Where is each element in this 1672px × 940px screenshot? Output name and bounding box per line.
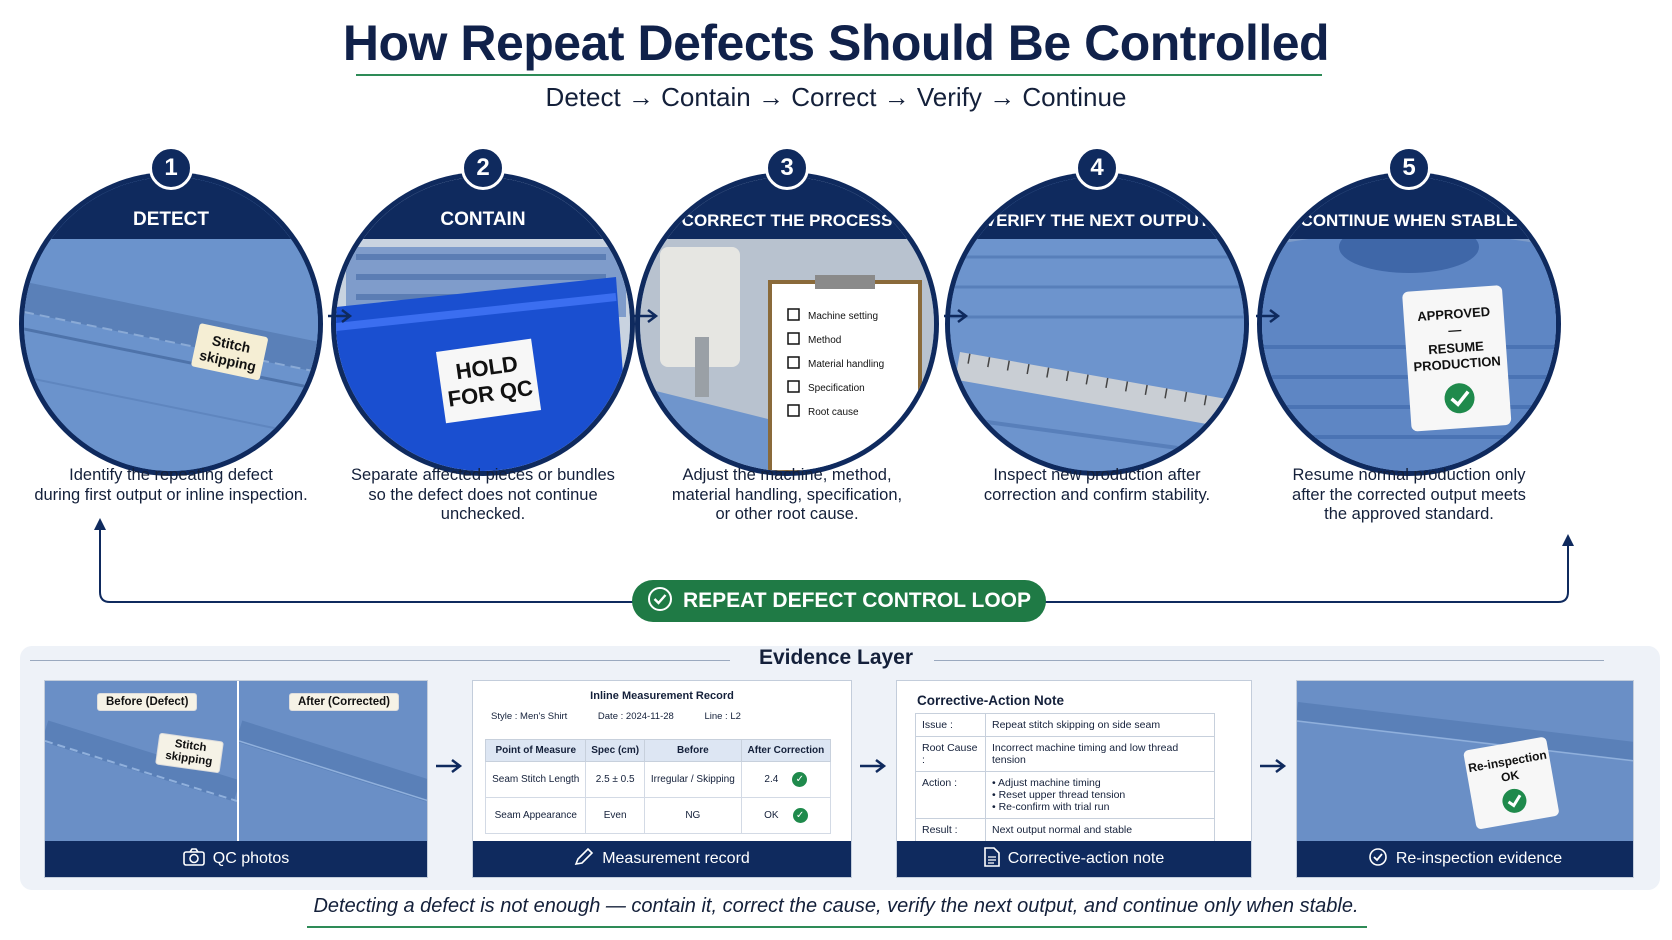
after-photo: After (Corrected) — [239, 681, 427, 843]
reinspection-card: Re-inspection OK Re-inspection evidence — [1296, 680, 1634, 878]
step-heading: CONTINUE WHEN STABLE — [1300, 211, 1518, 230]
svg-text:Machine setting: Machine setting — [808, 311, 878, 322]
pencil-icon — [574, 848, 594, 866]
svg-text:Specification: Specification — [808, 383, 865, 394]
card-footer: Corrective-action note — [897, 841, 1251, 877]
step-number: 5 — [1387, 146, 1431, 190]
card-footer: Re-inspection evidence — [1297, 841, 1633, 877]
page-title: How Repeat Defects Should Be Controlled — [342, 15, 1330, 71]
title-underline — [356, 74, 1322, 76]
footer-takeaway: Detecting a defect is not enough — conta… — [313, 895, 1359, 917]
evidence-title: Evidence Layer — [758, 646, 914, 669]
arrow-right-icon — [328, 309, 353, 323]
svg-text:Stitch: Stitch — [211, 332, 252, 356]
check-circle-icon — [1369, 848, 1387, 867]
step-heading: CORRECT THE PROCESS — [681, 211, 893, 230]
corrective-note-table: Issue :Repeat stitch skipping on side se… — [915, 713, 1215, 842]
loop-label: REPEAT DEFECT CONTROL LOOP — [632, 580, 1046, 622]
page-subtitle: Detect → Contain → Correct → Verify → Co… — [545, 82, 1127, 112]
step-description: Separate affected pieces or bundles so t… — [351, 466, 615, 523]
step-verify: 4 VERIFY THE NEXT OUTPUT — [942, 146, 1252, 476]
document-icon — [983, 847, 1000, 868]
step-contain: 2 HOLD FOR QC CONTAIN — [328, 146, 638, 476]
card-footer: Measurement record — [473, 841, 851, 877]
arrow-right-icon — [1260, 759, 1287, 773]
camera-icon — [182, 848, 205, 867]
arrow-right-icon — [944, 309, 969, 323]
step-description: Inspect new production after correction … — [983, 466, 1211, 504]
step-heading: CONTAIN — [440, 209, 526, 230]
svg-text:—: — — [1448, 322, 1462, 338]
arrow-right-icon — [634, 309, 659, 323]
step-number: 1 — [149, 146, 193, 190]
arrow-right-icon — [860, 759, 887, 773]
check-icon: ✓ — [792, 808, 808, 823]
footer-underline — [307, 926, 1367, 928]
step-description: Adjust the machine, method, material han… — [671, 466, 903, 523]
svg-text:Material handling: Material handling — [808, 359, 884, 370]
step-correct: 3 Machine setting Method Material handli… — [632, 146, 942, 476]
svg-text:OK: OK — [1500, 768, 1520, 785]
svg-text:RESUME: RESUME — [1428, 338, 1485, 357]
svg-text:PRODUCTION: PRODUCTION — [1413, 353, 1501, 374]
check-circle-icon — [647, 587, 672, 612]
step-number: 4 — [1075, 146, 1119, 190]
reinspection-photo: Re-inspection OK — [1297, 681, 1633, 843]
svg-text:Method: Method — [808, 335, 841, 346]
measurement-record-card: Inline Measurement Record Style : Men's … — [472, 680, 852, 878]
step-number: 3 — [765, 146, 809, 190]
check-icon: ✓ — [792, 772, 808, 787]
step-number: 2 — [461, 146, 505, 190]
svg-text:APPROVED: APPROVED — [1417, 304, 1491, 324]
step-heading: DETECT — [133, 209, 209, 230]
step-continue: 5 APPROVED — RESUME PRODUCTION CONTINUE … — [1254, 146, 1564, 476]
arrow-right-icon — [1256, 309, 1281, 323]
svg-text:Root cause: Root cause — [808, 407, 859, 418]
step-description: Resume normal production only after the … — [1292, 466, 1526, 523]
card-footer: QC photos — [45, 841, 427, 877]
arrow-right-icon — [436, 759, 463, 773]
step-description: Identify the repeating defect during fir… — [34, 466, 308, 504]
step-heading: VERIFY THE NEXT OUTPUT — [984, 211, 1210, 230]
corrective-note-card: Corrective-Action Note Issue :Repeat sti… — [896, 680, 1252, 878]
step-detect: 1 Stitch skipping DETECT — [16, 146, 326, 476]
